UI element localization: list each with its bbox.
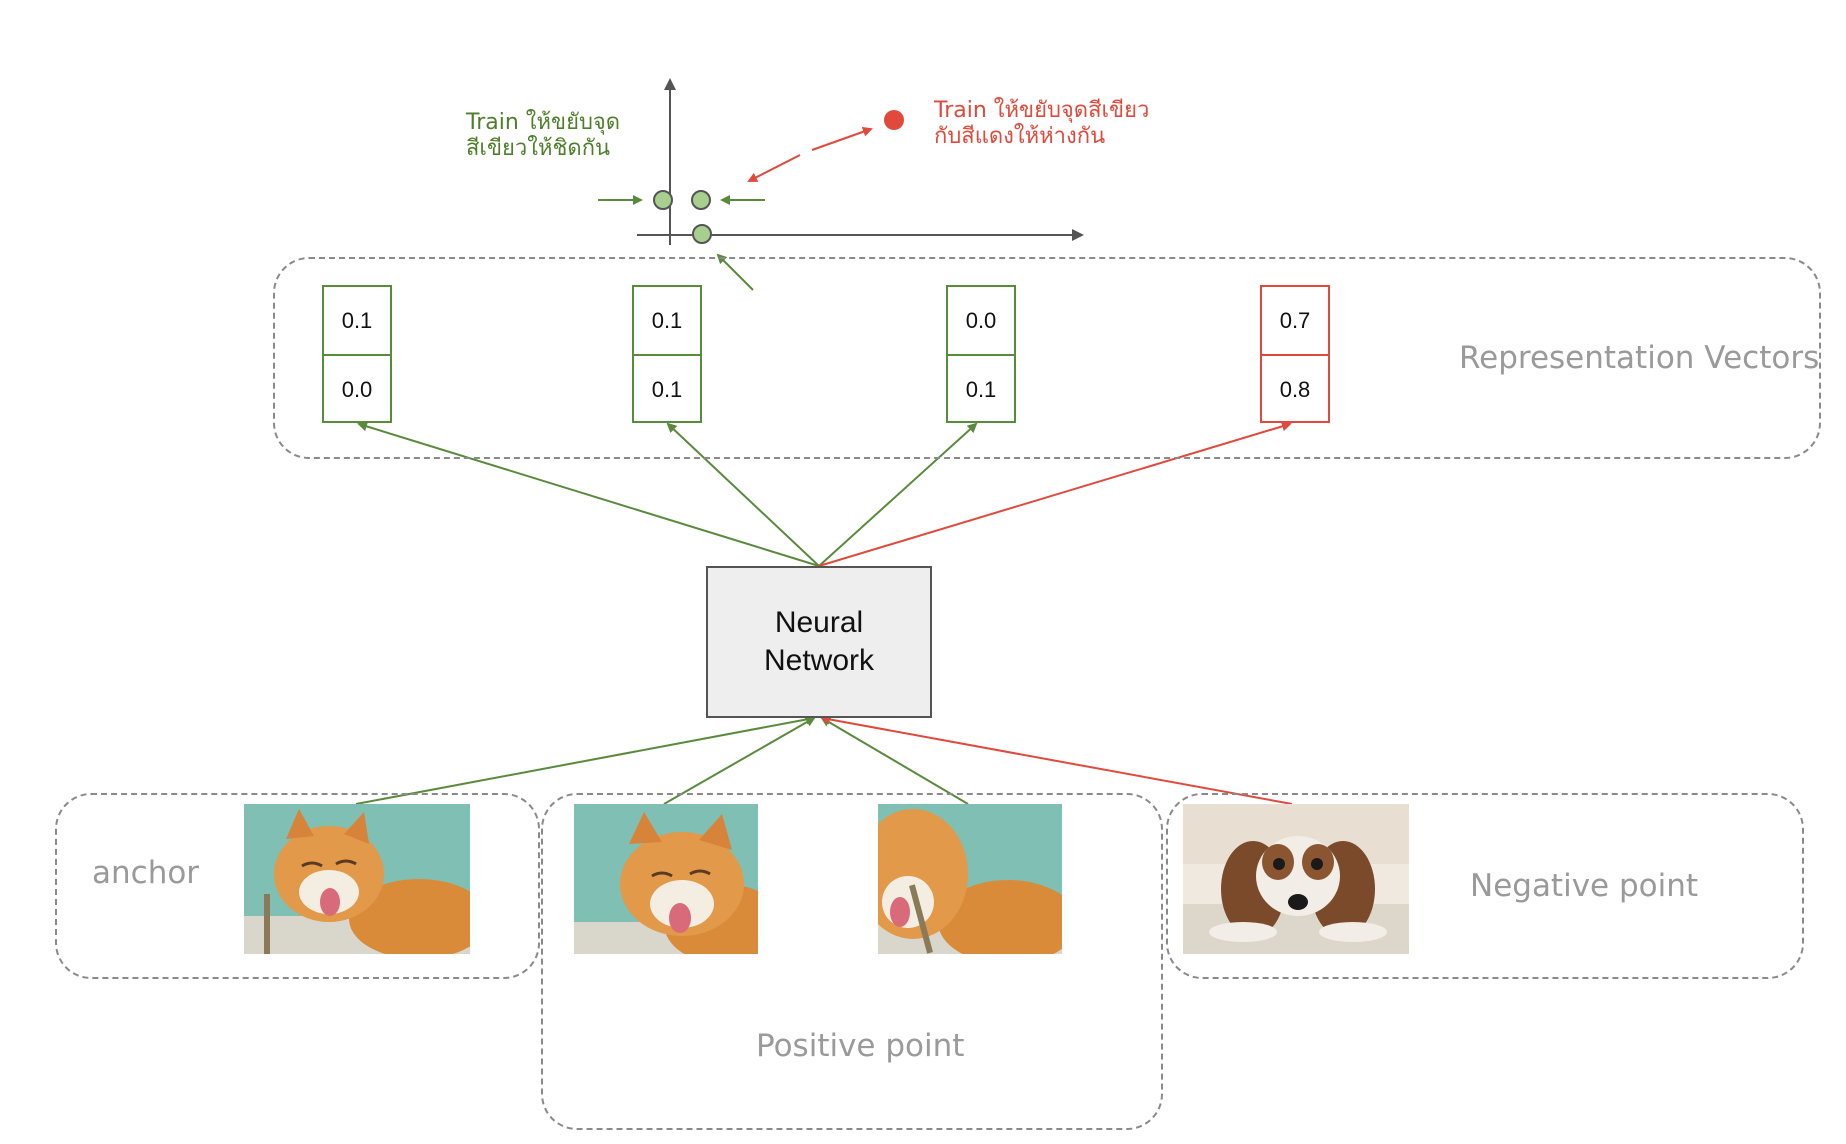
- negative-label: Negative point: [1470, 868, 1699, 904]
- anchor-point: [653, 190, 673, 210]
- vector-positive-1: 0.1 0.1: [632, 285, 702, 423]
- positive-point-2: [692, 224, 712, 244]
- edge-pos1-to-net: [663, 717, 816, 805]
- pull-together-line-2: สีเขียวให้ชิดกัน: [466, 136, 611, 161]
- edge-net-to-vec-1: [357, 421, 820, 567]
- edge-net-to-vec-3: [818, 422, 978, 567]
- representation-vectors-group: [273, 257, 1821, 459]
- neural-network-label: Neural Network: [763, 606, 875, 677]
- edge-neg-to-net: [820, 714, 1293, 805]
- negative-point: [884, 110, 904, 130]
- negative-group: [1166, 793, 1804, 979]
- push-apart-line-1: Train ให้ขยับจุดสีเขียว: [934, 98, 1150, 123]
- vector-value: 0.1: [324, 287, 390, 356]
- vector-positive-2: 0.0 0.1: [946, 285, 1016, 423]
- vector-negative: 0.7 0.8: [1260, 285, 1330, 423]
- positive-label: Positive point: [756, 1028, 965, 1064]
- edge-net-to-vec-4: [818, 421, 1292, 567]
- vector-value: 0.0: [948, 287, 1014, 356]
- pull-together-note: Train ให้ขยับจุด สีเขียวให้ชิดกัน: [466, 110, 620, 162]
- pull-together-line-1: Train ให้ขยับจุด: [466, 110, 621, 135]
- positive-cat-image-2: [878, 804, 1062, 954]
- push-apart-line-2: กับสีแดงให้ห่างกัน: [934, 124, 1106, 149]
- anchor-cat-image: [244, 804, 470, 954]
- vector-anchor: 0.1 0.0: [322, 285, 392, 423]
- anchor-label: anchor: [92, 855, 200, 891]
- vector-value: 0.8: [1279, 376, 1311, 402]
- edge-net-to-vec-2: [666, 422, 820, 567]
- vector-value: 0.0: [341, 376, 373, 402]
- vector-value: 0.1: [965, 376, 997, 402]
- vector-value: 0.7: [1262, 287, 1328, 356]
- representation-vectors-label: Representation Vectors: [1459, 340, 1820, 376]
- push-apart-note: Train ให้ขยับจุดสีเขียว กับสีแดงให้ห่างก…: [934, 98, 1149, 150]
- push-arrow-down: [747, 154, 801, 182]
- vector-value: 0.1: [634, 287, 700, 356]
- anchor-group: [55, 793, 540, 979]
- neural-network-box: Neural Network: [706, 566, 932, 718]
- vector-value: 0.1: [651, 376, 683, 402]
- pull-arrow-below: [716, 253, 754, 291]
- positive-group: [541, 793, 1163, 1130]
- push-arrow-up: [811, 126, 873, 151]
- positive-point-1: [691, 190, 711, 210]
- negative-dog-image: [1183, 804, 1409, 954]
- edge-anchor-to-net: [355, 714, 816, 805]
- edge-pos2-to-net: [820, 716, 969, 805]
- positive-cat-image-1: [574, 804, 758, 954]
